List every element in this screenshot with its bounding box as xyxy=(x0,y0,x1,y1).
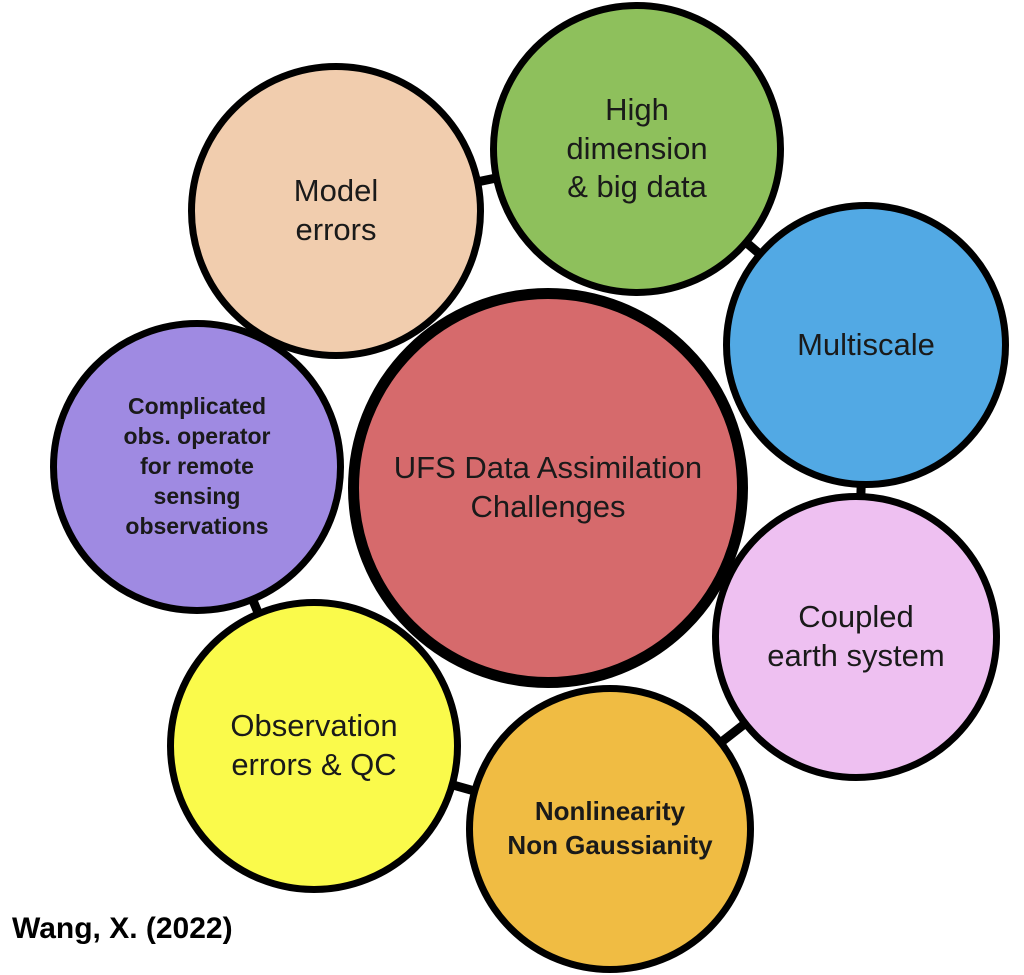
node-complicated-obs-operator: Complicated obs. operator for remote sen… xyxy=(50,320,344,614)
node-model-errors: Model errors xyxy=(188,63,484,359)
node-high-dimension-big-data: High dimension & big data xyxy=(490,2,784,296)
node-label: Observation errors & QC xyxy=(230,708,398,782)
node-observation-errors-qc: Observation errors & QC xyxy=(167,599,461,893)
node-label: Multiscale xyxy=(797,326,935,362)
node-ufs-da-challenges: UFS Data Assimilation Challenges xyxy=(348,288,748,688)
node-nonlinearity-non-gaussianity: Nonlinearity Non Gaussianity xyxy=(466,685,754,973)
citation-text: Wang, X. (2022) xyxy=(12,912,233,945)
node-label: UFS Data Assimilation Challenges xyxy=(393,450,703,524)
node-label: Coupled earth system xyxy=(767,599,945,673)
node-coupled-earth-system: Coupled earth system xyxy=(712,493,1000,781)
node-label: High dimension & big data xyxy=(566,91,708,205)
node-label: Complicated obs. operator for remote sen… xyxy=(123,393,271,539)
node-label: Model errors xyxy=(293,173,379,247)
node-label: Nonlinearity Non Gaussianity xyxy=(507,796,713,860)
node-multiscale: Multiscale xyxy=(723,202,1009,488)
